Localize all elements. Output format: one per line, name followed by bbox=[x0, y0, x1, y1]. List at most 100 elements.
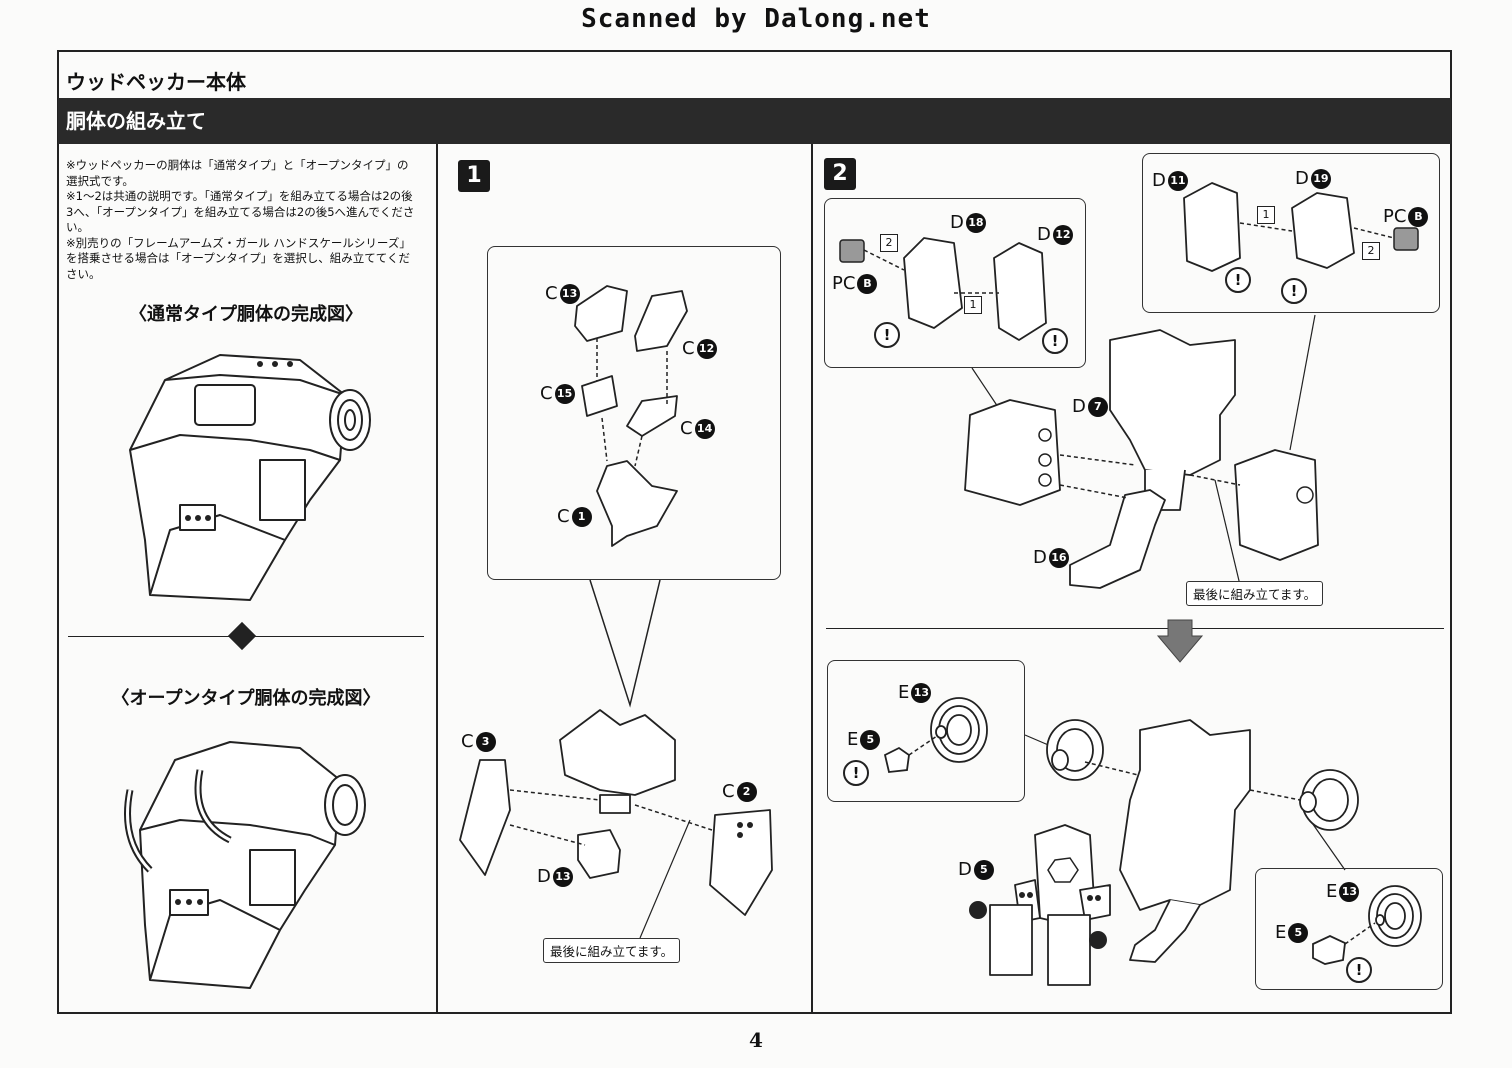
label-c14-num: 14 bbox=[694, 418, 715, 439]
step1-callout-pointer bbox=[589, 579, 661, 708]
label-c3-num: 3 bbox=[475, 731, 496, 752]
label-e5-upper-runner: E bbox=[847, 729, 859, 750]
label-d18-runner: D bbox=[950, 212, 964, 233]
label-d13-runner: D bbox=[537, 866, 551, 887]
step2-detail-box-lower-left bbox=[827, 660, 1025, 802]
section-title-bar: 胴体の組み立て bbox=[58, 98, 1451, 144]
warning-icon: ! bbox=[1281, 278, 1307, 304]
step2-detail-box-lower-right bbox=[1255, 868, 1443, 990]
label-c12-runner: C bbox=[682, 338, 695, 359]
down-arrow-icon bbox=[1156, 619, 1204, 663]
label-c13-runner: C bbox=[545, 283, 558, 304]
step-1-number: 1 bbox=[458, 160, 490, 192]
step1-subassembly-parts bbox=[574, 285, 688, 547]
note-3: ※別売りの「フレームアームズ・ガール ハンドスケールシリーズ」を搭乗させる場合は… bbox=[66, 235, 411, 281]
notes-block: ※ウッドペッカーの胴体は「通常タイプ」と「オープンタイプ」の選択式です。 ※1～… bbox=[66, 158, 416, 282]
warning-icon: ! bbox=[874, 322, 900, 348]
label-c1-runner: C bbox=[557, 506, 570, 527]
label-d7-runner: D bbox=[1072, 396, 1086, 417]
step2-assemble-last-callout: 最後に組み立てます。 bbox=[1186, 581, 1324, 606]
step2-callout-leader bbox=[1214, 479, 1241, 586]
order-mark-2-right: 2 bbox=[1362, 242, 1380, 260]
step2-detail-box-right bbox=[1142, 153, 1440, 313]
page-number: 4 bbox=[749, 1028, 763, 1052]
label-d16-num: 16 bbox=[1048, 547, 1069, 568]
label-pcb-right-runner: PC bbox=[1383, 206, 1407, 227]
label-c2-num: 2 bbox=[736, 781, 757, 802]
label-c12-num: 12 bbox=[696, 338, 717, 359]
order-mark-1-right: 1 bbox=[1257, 206, 1275, 224]
label-e13-lower-num: 13 bbox=[1339, 881, 1360, 902]
label-d19-num: 19 bbox=[1310, 168, 1331, 189]
step2-right-detail-parts bbox=[1183, 182, 1419, 272]
label-d11-runner: D bbox=[1152, 170, 1166, 191]
order-mark-1-left: 1 bbox=[964, 296, 982, 314]
label-pcb-right-num: B bbox=[1408, 206, 1429, 227]
step1-detail-box bbox=[487, 246, 781, 580]
order-mark-2-left: 2 bbox=[880, 234, 898, 252]
step1-main-assembly bbox=[459, 709, 773, 916]
watermark: Scanned by Dalong.net bbox=[581, 4, 931, 34]
label-d5-num: 5 bbox=[973, 859, 994, 880]
label-c15-num: 15 bbox=[554, 383, 575, 404]
label-e5-upper-num: 5 bbox=[860, 729, 881, 750]
warning-icon: ! bbox=[1346, 957, 1372, 983]
label-d18-num: 18 bbox=[965, 212, 986, 233]
label-d12-num: 12 bbox=[1052, 224, 1073, 245]
label-d16-runner: D bbox=[1033, 547, 1047, 568]
label-pcb-left-runner: PC bbox=[832, 273, 856, 294]
label-c13-num: 13 bbox=[559, 283, 580, 304]
label-d19-runner: D bbox=[1295, 168, 1309, 189]
label-e5-lower-runner: E bbox=[1275, 922, 1287, 943]
step2-horizontal-divider bbox=[826, 628, 1444, 629]
label-e13-upper-runner: E bbox=[898, 682, 910, 703]
label-c1-num: 1 bbox=[571, 506, 592, 527]
label-pcb-left-num: B bbox=[857, 273, 878, 294]
label-e13-lower-runner: E bbox=[1326, 881, 1338, 902]
label-c2-runner: C bbox=[722, 781, 735, 802]
normal-type-figure-title: 〈通常タイプ胴体の完成図〉 bbox=[129, 304, 363, 325]
column-divider-1 bbox=[436, 144, 438, 1014]
manual-page-frame bbox=[57, 50, 1452, 1014]
label-c14-runner: C bbox=[680, 418, 693, 439]
column-divider-2 bbox=[811, 144, 813, 1014]
label-c3-runner: C bbox=[461, 731, 474, 752]
step2-upper-assembly bbox=[964, 314, 1319, 589]
page-title: ウッドペッカー本体 bbox=[66, 70, 246, 94]
step2-lower-assembly bbox=[969, 719, 1359, 986]
step1-callout-leader bbox=[639, 819, 691, 939]
label-d12-runner: D bbox=[1037, 224, 1051, 245]
step-2-number: 2 bbox=[824, 158, 856, 190]
note-1: ※ウッドペッカーの胴体は「通常タイプ」と「オープンタイプ」の選択式です。 bbox=[66, 158, 409, 188]
warning-icon: ! bbox=[1042, 328, 1068, 354]
warning-icon: ! bbox=[843, 760, 869, 786]
step2-detail-box-left bbox=[824, 198, 1086, 368]
step2-lower-right-detail-parts bbox=[1312, 885, 1422, 965]
open-type-torso-illustration bbox=[124, 741, 366, 989]
label-d7-num: 7 bbox=[1087, 396, 1108, 417]
label-e13-upper-num: 13 bbox=[911, 682, 932, 703]
label-d11-num: 11 bbox=[1167, 170, 1188, 191]
label-d5-runner: D bbox=[958, 859, 972, 880]
open-type-figure-title: 〈オープンタイプ胴体の完成図〉 bbox=[111, 688, 381, 709]
step2-left-detail-parts bbox=[839, 237, 1047, 341]
note-2: ※1～2は共通の説明です。「通常タイプ」を組み立てる場合は2の後3へ、「オープン… bbox=[66, 189, 415, 234]
